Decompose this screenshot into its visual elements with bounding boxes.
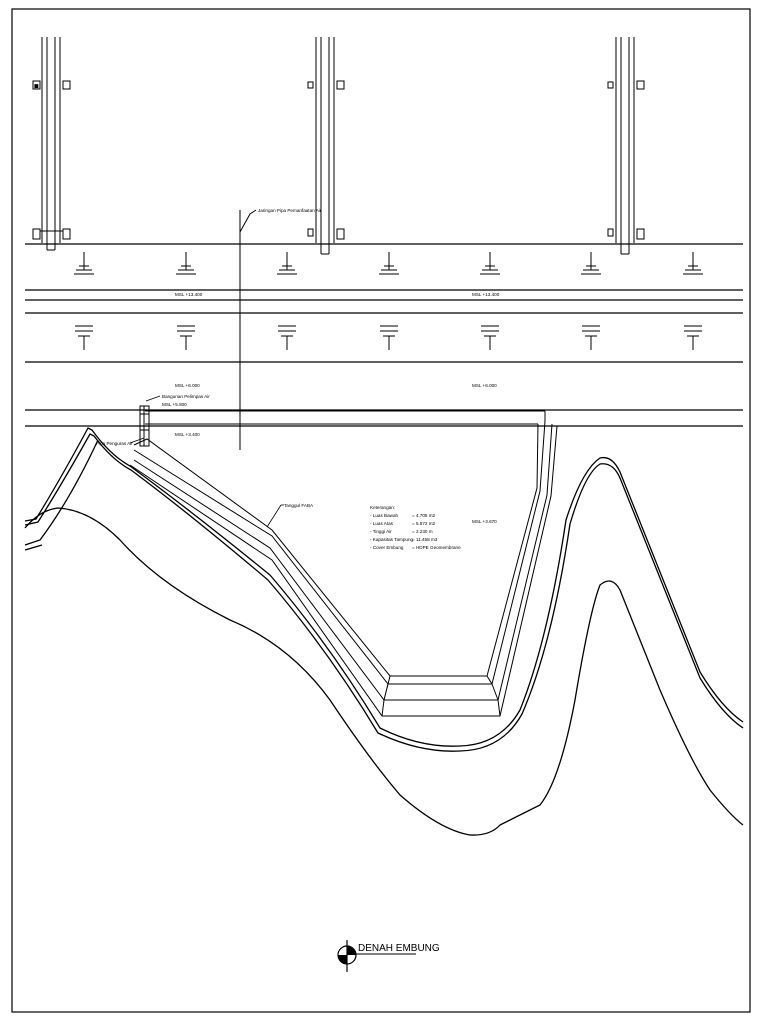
vertical-structure-right [607,37,645,255]
label-spillway: Bangunan Pelimpas Air [162,394,210,399]
label-drain: Pipa Penguras Air [96,441,133,446]
sheet-border [11,8,751,1013]
elevation-drain: MSL +3.400 [175,432,200,437]
legend-heading: Keterangan: [370,505,395,510]
drawing-title: DENAH EMBUNG [358,943,440,954]
elevation-top-left: MSL +13.400 [175,292,203,297]
svg-text:⊠: ⊠ [35,84,39,89]
label-embankment: Tanggul FABA [284,503,314,508]
legend-label: - Cover Embung [370,545,404,550]
elevation-mid-left: MSL +6.000 [175,383,200,388]
elevation-top-right: MSL +13.400 [472,292,500,297]
legend-label: - Luas Bawah [370,513,399,518]
legend-value: = 5.572 m2 [412,521,436,526]
legend-value: = 11.458 m3 [412,537,438,542]
legend-value: = HDPE Geomembrane [412,545,461,550]
label-pipe-network: Jaringan Pipa Pemanfaatan Air [258,208,322,213]
legend-label: - Kapasitas Tampung [370,537,414,542]
leader-lines [129,395,284,528]
water-level-symbols [75,325,702,350]
vertical-structure-middle [307,37,345,255]
legend-value: = 4.705 m2 [412,513,436,518]
north-symbol-fill-icon [347,946,356,955]
horizontal-lines [25,243,743,427]
legend-block: Keterangan: - Luas Bawah = 4.705 m2 - Lu… [370,505,461,550]
legend-value: = 2.230 m [412,529,433,534]
pipe-network-line [239,209,257,450]
pond-embankment [129,410,558,717]
ground-level-symbols [74,252,703,275]
terrain-contours [24,427,744,836]
elevation-spillway: MSL +5.800 [162,402,187,407]
spillway-structure [139,405,150,447]
elevation-basin: MSL +3.670 [472,519,497,524]
legend-label: - Luas Atas [370,521,394,526]
north-symbol-fill-icon [338,955,347,964]
vertical-structure-left: ⊠ [32,37,71,251]
legend-label: - Tinggi Air [370,529,392,534]
elevation-mid-right: MSL +6.000 [472,383,497,388]
title-block: DENAH EMBUNG [337,940,440,972]
